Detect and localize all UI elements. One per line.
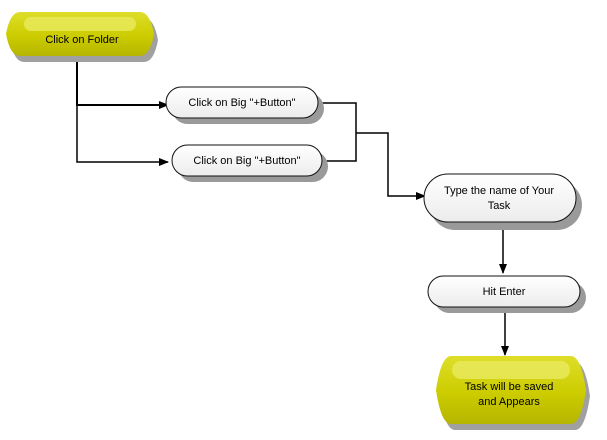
- node-start: Click on Folder: [6, 12, 158, 62]
- node-click-big-plus-1: Click on Big "+Button": [165, 86, 324, 124]
- node-end: Task will be saved and Appears: [436, 356, 590, 430]
- process-shape: [427, 275, 581, 308]
- node-label: Hit Enter: [483, 286, 526, 298]
- node-label-line-2: Task: [488, 200, 511, 212]
- connectors: [76, 58, 509, 356]
- node-click-big-plus-2: Click on Big "+Button": [171, 144, 328, 182]
- connector-merge-to-type-task: [356, 132, 426, 200]
- node-label-line-1: Task will be saved: [465, 381, 554, 393]
- node-label: Click on Big "+Button": [193, 155, 300, 167]
- node-hit-enter: Hit Enter: [427, 275, 586, 313]
- process-shape: [165, 86, 319, 119]
- node-label-line-1: Type the name of Your: [444, 185, 554, 197]
- terminal-highlight: [452, 361, 570, 379]
- terminal-highlight: [24, 17, 136, 31]
- node-label: Click on Big "+Button": [188, 97, 295, 109]
- connector-start-to-plus1: [76, 58, 169, 109]
- node-label-line-2: and Appears: [478, 396, 540, 408]
- connector-start-to-plus2: [76, 105, 169, 166]
- connector-plus1-to-merge: [318, 102, 357, 162]
- node-label: Click on Folder: [45, 34, 119, 46]
- process-shape: [171, 144, 323, 177]
- process-shape: [423, 173, 577, 223]
- node-type-task-name: Type the name of Your Task: [423, 173, 582, 230]
